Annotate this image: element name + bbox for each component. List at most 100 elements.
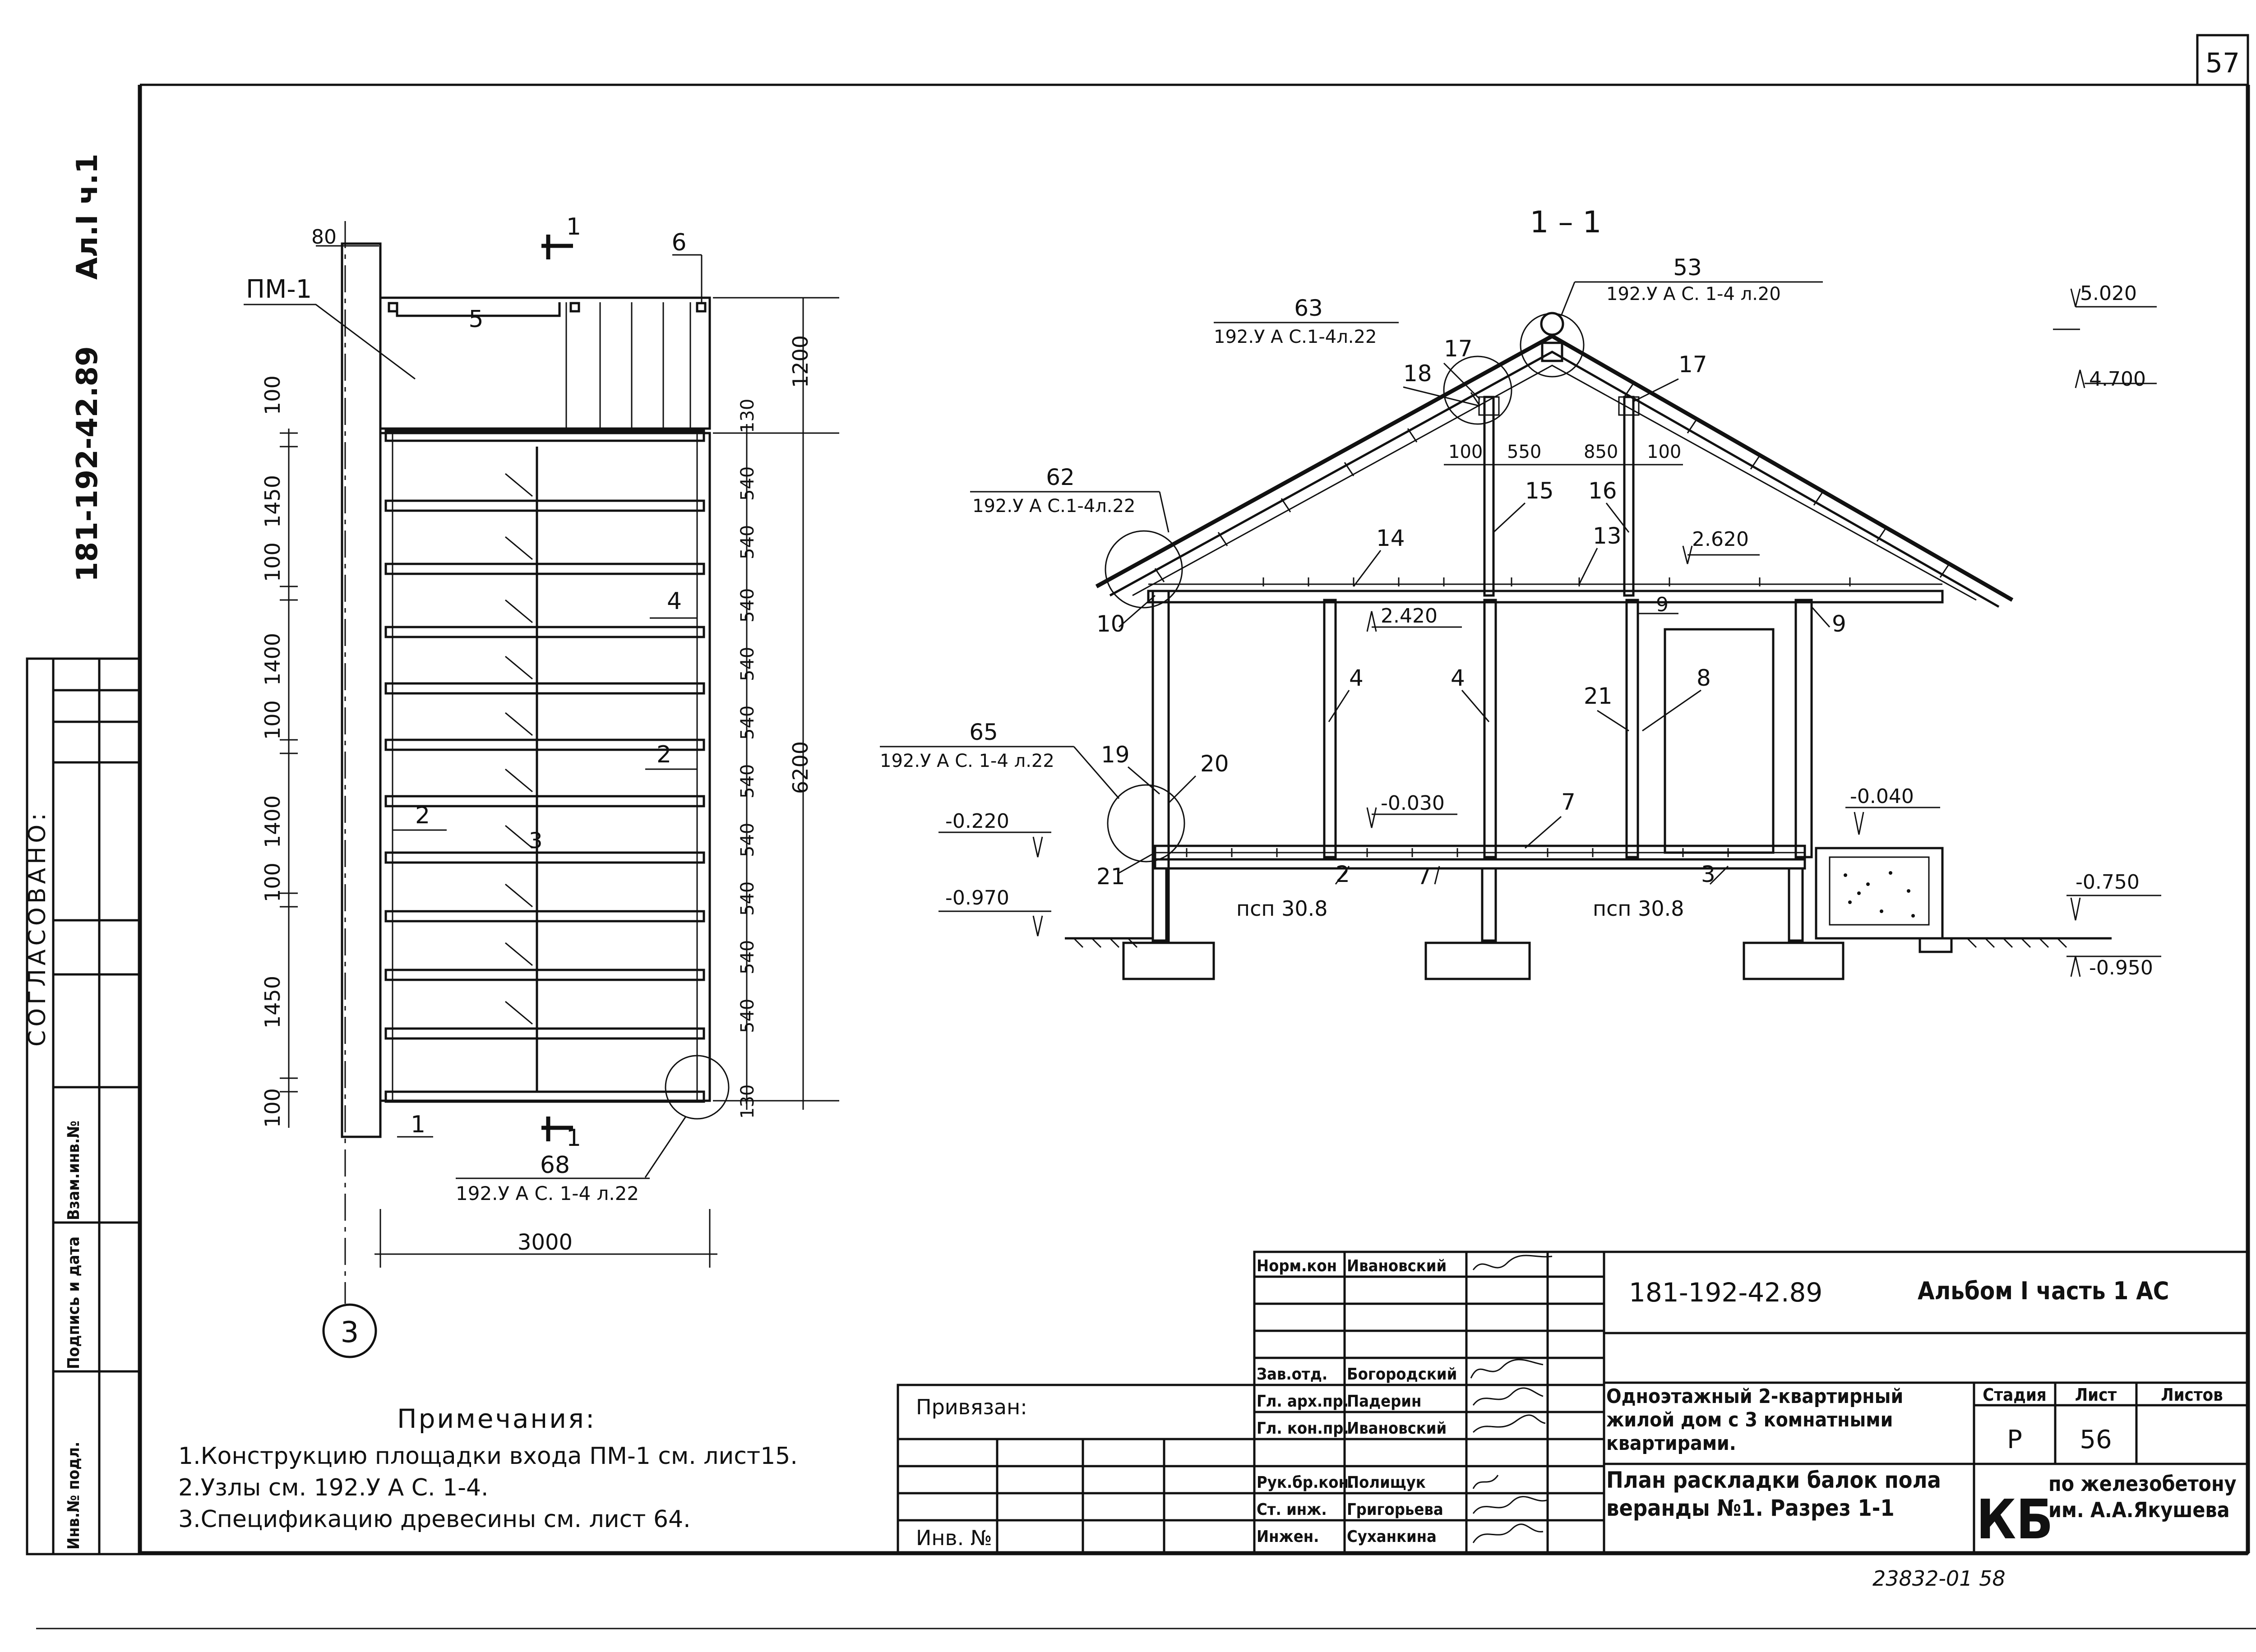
footing-1 — [1122, 941, 1215, 980]
name-8: Григорьева — [1347, 1500, 1443, 1519]
role-7: Рук.бр.кон. — [1257, 1473, 1354, 1492]
ceiling-beam — [1147, 590, 1944, 604]
beam-label-1: псп 30.8 — [1236, 896, 1328, 921]
partition-4b — [1483, 599, 1497, 858]
roof-outer — [1095, 333, 2014, 602]
ref-65-text: 192.У А С. 1-4 л.22 — [880, 751, 1054, 771]
dim-right-1: 540 — [737, 525, 758, 559]
floor-beam — [1154, 858, 1806, 870]
tb-org-logo: КБ — [1976, 1489, 2053, 1551]
signatures — [1470, 1255, 1553, 1543]
dim-left-1: 1450 — [260, 475, 285, 528]
plan-wall — [341, 242, 382, 1138]
lbl-9a: 9 — [1656, 593, 1669, 616]
roof-rafter — [1132, 365, 1977, 601]
note-3: 3.Спецификацию древесины см. лист 64. — [178, 1506, 691, 1533]
dim-1200: 1200 — [788, 335, 813, 388]
dim-130-top: 130 — [737, 399, 758, 433]
name-6: Ивановский — [1347, 1419, 1447, 1438]
dim-left-4: 100 — [260, 700, 285, 740]
partition-4a — [1323, 599, 1337, 858]
axis-label: 3 — [341, 1316, 359, 1349]
footing-3 — [1743, 941, 1845, 980]
dim-right-8: 540 — [737, 940, 758, 974]
dim-left-0: 100 — [260, 375, 285, 415]
lbl-21a: 21 — [1584, 683, 1613, 709]
ref-62-text: 192.У А С.1-4л.22 — [972, 496, 1135, 517]
side-agreed: СОГЛАСОВАНО: — [24, 809, 51, 1047]
ref-53-text: 192.У А С. 1-4 л.20 — [1606, 284, 1781, 305]
door-8 — [1664, 628, 1775, 854]
dim-left-5: 1400 — [260, 795, 285, 848]
ref-65-num: 65 — [969, 719, 998, 745]
name-9: Суханкина — [1347, 1527, 1437, 1546]
tb-code: 181-192-42.89 — [1629, 1277, 1822, 1308]
name-5: Падерин — [1347, 1392, 1421, 1411]
notes-title: Примечания: — [397, 1403, 596, 1434]
dim-s-100b: 100 — [1647, 442, 1681, 462]
node-circle-65 — [1107, 784, 1185, 863]
role-4: Зав.отд. — [1257, 1365, 1327, 1384]
node-circle-68 — [665, 1055, 730, 1120]
dim-s-550: 550 — [1507, 442, 1541, 462]
foundation-block — [1815, 847, 1944, 940]
entrance-platform — [379, 296, 711, 430]
elev-2620: 2.620 — [1692, 528, 1749, 551]
post-right — [1788, 867, 1804, 942]
tb-sheets-hdr: Листов — [2161, 1385, 2223, 1405]
label-3: 3 — [529, 828, 543, 854]
lbl-19: 19 — [1101, 742, 1130, 768]
lbl-10: 10 — [1096, 611, 1125, 637]
platform-post — [569, 302, 580, 313]
name-4: Богородский — [1347, 1365, 1457, 1384]
dim-3000: 3000 — [518, 1230, 573, 1255]
side-col-inv: Инв.№ подл. — [65, 1442, 83, 1550]
elev-5020: 5.020 — [2080, 282, 2137, 305]
elev-m0750: -0.750 — [2076, 871, 2140, 894]
lbl-9b: 9 — [1832, 611, 1846, 637]
lbl-20: 20 — [1200, 751, 1229, 777]
label-6: 6 — [671, 229, 686, 256]
beam-layout-plan: 3 5 6 ПМ-1 — [244, 213, 839, 1358]
tb-album: Альбом I часть 1 АС — [1918, 1277, 2169, 1305]
post-left — [1151, 867, 1168, 942]
note-2: 2.Узлы см. 192.У А С. 1-4. — [178, 1474, 489, 1501]
side-col-replace: Взам.инв.№ — [65, 1121, 83, 1220]
joist-ticks — [505, 473, 533, 1025]
elev-m0030: -0.030 — [1381, 792, 1445, 815]
dim-130-bot: 130 — [737, 1084, 758, 1119]
lbl-17b: 17 — [1678, 351, 1707, 378]
lbl-13: 13 — [1593, 523, 1622, 549]
node-circle-53 — [1520, 313, 1585, 378]
elev-m0220: -0.220 — [945, 810, 1009, 833]
role-9: Инжен. — [1257, 1527, 1319, 1546]
roof-inner — [1109, 351, 2000, 608]
dim-left-6: 100 — [260, 863, 285, 902]
dim-right-9: 540 — [737, 999, 758, 1033]
side-strip — [26, 657, 141, 1555]
elev-4700: 4.700 — [2089, 368, 2146, 391]
tb-sheet-hdr: Лист — [2075, 1385, 2117, 1405]
role-6: Гл. кон.пр. — [1257, 1419, 1349, 1438]
ref-63-num: 63 — [1294, 295, 1323, 321]
elev-m0970: -0.970 — [945, 886, 1009, 909]
tb-org: по железобетону им. А.А.Якушева — [2048, 1472, 2237, 1522]
dim-right-5: 540 — [737, 764, 758, 798]
beam-label-2: псп 30.8 — [1593, 896, 1684, 921]
fill-dots — [1844, 871, 1915, 918]
strut-15 — [1483, 396, 1495, 597]
dim-left-2: 100 — [260, 542, 285, 582]
role-5: Гл. арх.пр. — [1257, 1392, 1349, 1411]
lbl-21b: 21 — [1096, 863, 1125, 890]
dim-80: 80 — [311, 226, 337, 249]
floor-joist-ticks — [1186, 848, 1729, 857]
dim-left-8: 100 — [260, 1088, 285, 1128]
name-7: Полищук — [1347, 1473, 1426, 1492]
dim-right-2: 540 — [737, 588, 758, 623]
label-1: 1 — [411, 1111, 425, 1138]
tb-sheet: 56 — [2080, 1425, 2112, 1454]
post-mid — [1481, 867, 1497, 942]
lbl-14: 14 — [1376, 525, 1405, 551]
node-circle-63 — [1443, 355, 1512, 425]
